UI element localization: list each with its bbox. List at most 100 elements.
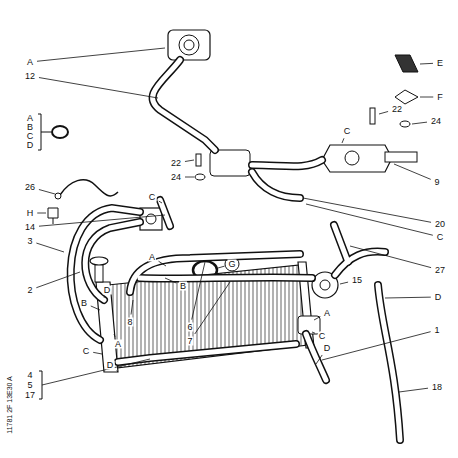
callout-label: 18 (431, 383, 443, 392)
leader-line (39, 78, 158, 98)
leader-line (192, 262, 205, 320)
hose-body (306, 334, 326, 380)
callout-label: D (103, 286, 112, 295)
hose-outline (252, 160, 322, 166)
hose-outline (334, 225, 348, 262)
callout-label: 3 (26, 237, 33, 246)
callout-label: 27 (434, 266, 446, 275)
outlet-pipe (385, 152, 417, 162)
washer (400, 121, 410, 127)
screw (370, 108, 375, 124)
callout-label: C (343, 127, 352, 136)
callout-label: C (436, 233, 445, 242)
throttle-bore (184, 40, 194, 50)
callout-label: A (323, 309, 331, 318)
callout-label: H (26, 209, 35, 218)
callout-label: F (436, 93, 444, 102)
callout-label: 14 (24, 223, 36, 232)
leader-line (420, 97, 433, 98)
callout-label: C (318, 332, 327, 341)
callout-label: 7 (186, 337, 193, 346)
hose-body (252, 160, 322, 166)
leader-line (385, 297, 431, 299)
callout-label: 15 (351, 276, 363, 285)
callout-label: 20 (434, 220, 446, 229)
callout-label: C (26, 132, 35, 141)
callout-label: A (26, 58, 34, 67)
hose-body (252, 172, 300, 198)
leader-line (131, 300, 133, 315)
throttle-bore (179, 35, 199, 55)
leader-line (159, 201, 162, 203)
leader-line (36, 272, 80, 288)
leader-line (322, 332, 431, 360)
leader-line (340, 282, 348, 284)
leader-line (195, 282, 230, 334)
hose-body (71, 208, 140, 340)
leader-line (37, 213, 46, 214)
lower-housing (298, 316, 320, 334)
callout-label: 2 (26, 286, 33, 295)
housing-port (146, 214, 156, 224)
sensor-plug (55, 193, 61, 199)
callout-label: D (106, 361, 115, 370)
callout-label: 6 (186, 323, 193, 332)
washer (195, 174, 205, 180)
leader-line (39, 189, 55, 194)
leader-line (312, 332, 315, 333)
leader-line (42, 359, 150, 385)
leader-line (165, 278, 176, 283)
sensor-wire (60, 180, 118, 196)
hose-elbow (395, 55, 418, 72)
water-housing (210, 150, 250, 176)
callout-label: B (26, 123, 34, 132)
callout-label: 22 (391, 105, 403, 114)
callout-label: E (436, 59, 444, 68)
hose-body (153, 60, 215, 150)
callout-label: 12 (24, 72, 36, 81)
pump-hub (320, 280, 330, 290)
thermostat (345, 151, 359, 165)
leader-line (159, 261, 166, 266)
callout-label: 5 (26, 381, 33, 390)
callout-label: 9 (433, 178, 440, 187)
callout-label: G (227, 260, 236, 269)
hose-outline (306, 334, 326, 380)
callout-label: A (148, 253, 156, 262)
hose-outline (118, 344, 296, 362)
hose-outline (71, 208, 140, 340)
leader-line (39, 215, 165, 226)
callout-label: C (148, 193, 157, 202)
leader-line (36, 243, 64, 252)
callout-label: 26 (24, 183, 36, 192)
water-outlet-housing (322, 145, 392, 172)
callout-label: 8 (126, 318, 133, 327)
leader-line (412, 122, 427, 124)
callout-label: 17 (24, 391, 36, 400)
callout-label: 22 (170, 159, 182, 168)
leader-line (420, 63, 433, 65)
leader-line (185, 177, 194, 178)
gasket (395, 90, 418, 104)
callout-bracket (38, 114, 51, 150)
throttle-body (168, 30, 210, 60)
callout-label: D (26, 141, 35, 150)
callout-label: 1 (433, 326, 440, 335)
callout-bracket (39, 371, 42, 399)
hose-outline (378, 285, 400, 440)
leader-line (306, 204, 433, 235)
callout-label: B (80, 299, 88, 308)
hose-outline (335, 252, 385, 275)
leader-line (218, 266, 225, 268)
drawing-reference: 11781 2F 13E30 A (6, 375, 13, 434)
callout-label: D (434, 293, 443, 302)
leader-line (342, 138, 344, 143)
leader-line (114, 334, 115, 337)
hose-body (118, 344, 296, 362)
callout-label: 24 (170, 173, 182, 182)
callout-label: C (82, 347, 91, 356)
hose-body (334, 225, 348, 262)
